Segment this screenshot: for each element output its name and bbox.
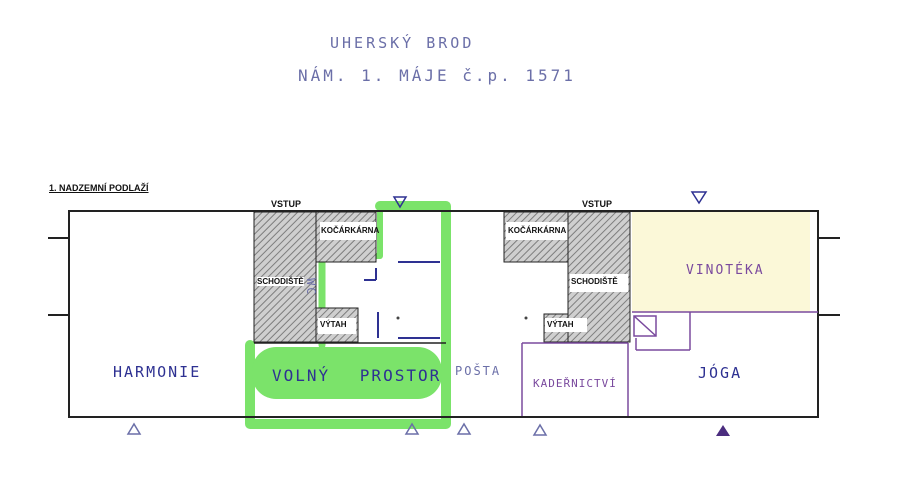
vinoteka-area (632, 212, 810, 312)
wc-label: WC (304, 278, 318, 297)
kadernictvi-label: KADEŘNICTVÍ (533, 377, 617, 390)
marker-filled (716, 425, 730, 436)
kocarkarna-left-label: KOČÁRKÁRNA (321, 226, 380, 235)
elevator-right-label: VÝTAH (547, 320, 574, 329)
posta-label: POŠTA (455, 364, 502, 378)
volny-prostor-label: VOLNÝ PROSTOR (272, 366, 442, 385)
entrance-left-label: VSTUP (271, 199, 302, 209)
header-city: UHERSKÝ BROD (330, 34, 475, 52)
floor-label: 1. NADZEMNÍ PODLAŽÍ (49, 183, 149, 193)
vinoteka-label: VINOTÉKA (686, 263, 765, 278)
harmonie-label: HARMONIE (113, 363, 202, 381)
elevator-left-label: VÝTAH (320, 320, 347, 329)
header-address: NÁM. 1. MÁJE č.p. 1571 (298, 66, 576, 85)
stairs-right-label: SCHODIŠTĚ (571, 277, 618, 286)
volny-prostor-highlight (245, 201, 451, 429)
joga-label: JÓGA (698, 364, 743, 382)
entrance-right-label: VSTUP (582, 199, 613, 209)
stairs-left-label: SCHODIŠTĚ (257, 277, 304, 286)
kocarkarna-right-label: KOČÁRKÁRNA (508, 226, 567, 235)
